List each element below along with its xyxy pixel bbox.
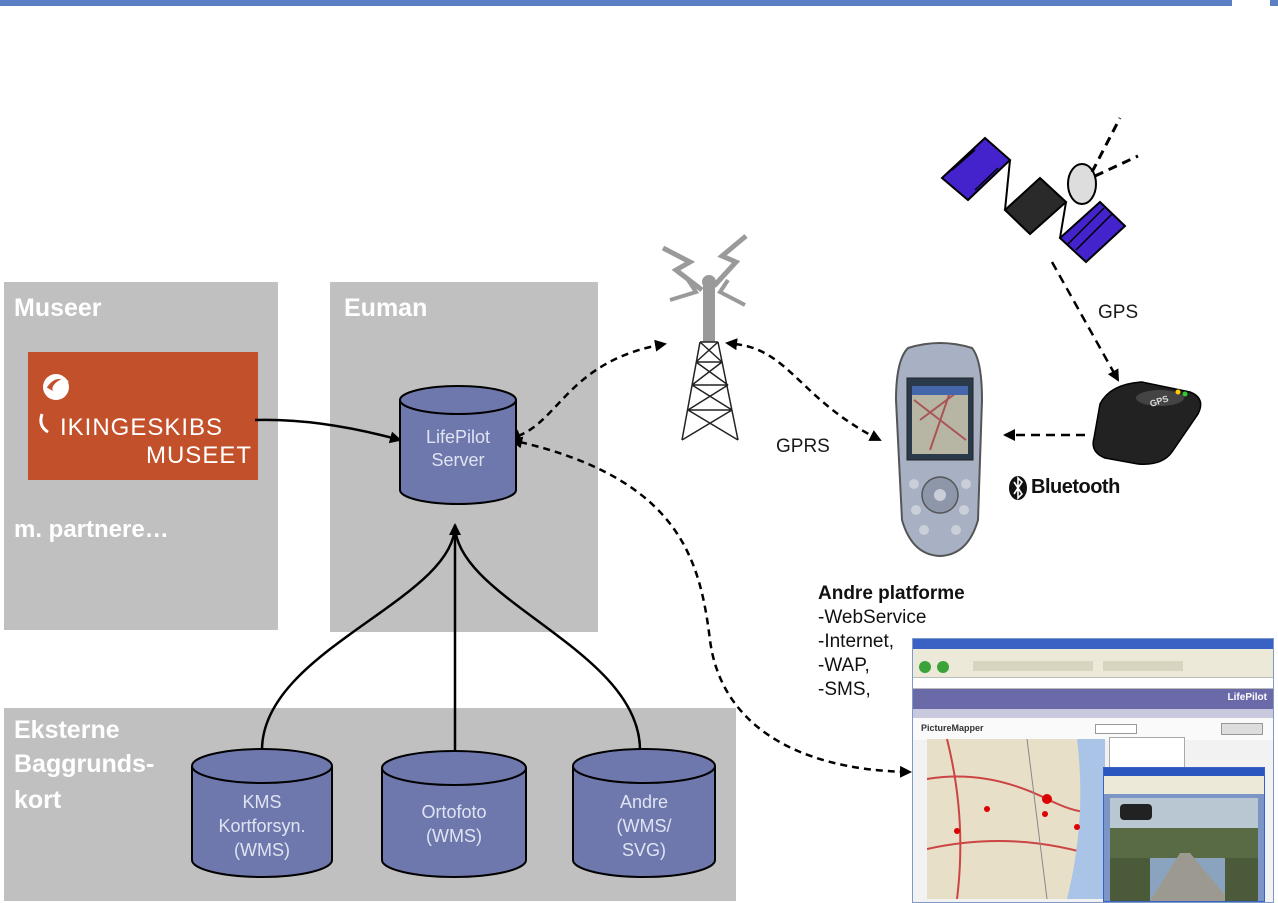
platform-item-wap: -WAP, bbox=[818, 655, 870, 676]
bluetooth-label: Bluetooth bbox=[1031, 476, 1120, 498]
kms-to-server-connector bbox=[260, 523, 461, 751]
radio-tower-icon bbox=[661, 234, 748, 441]
site-tool-palette bbox=[1109, 737, 1185, 769]
eksterne-title-line3: kort bbox=[14, 786, 62, 814]
ortofoto-label-line1: Ortofoto bbox=[421, 802, 486, 822]
museer-panel: Museer IKINGESKIBS MUSEET m. partnere… bbox=[4, 282, 278, 630]
server-to-webplatform-connector bbox=[510, 436, 912, 778]
satellite-icon bbox=[940, 117, 1139, 264]
browser-titlebar bbox=[913, 639, 1273, 649]
kms-label-line1: KMS bbox=[242, 792, 281, 812]
eksterne-title-line2: Baggrunds- bbox=[14, 750, 155, 778]
museum-logo: IKINGESKIBS MUSEET bbox=[28, 352, 258, 480]
browser-toolbar bbox=[913, 657, 1273, 678]
gprs-link-label: GPRS bbox=[776, 436, 830, 457]
site-header-bar: LifePilot bbox=[913, 689, 1273, 709]
andre-to-server-connector bbox=[453, 524, 642, 751]
museum-to-server-connector bbox=[254, 418, 402, 444]
andre-database-icon: Andre (WMS/ SVG) bbox=[572, 748, 716, 878]
museer-title: Museer bbox=[14, 294, 102, 322]
platform-item-internet: -Internet, bbox=[818, 631, 895, 652]
logo-text-line1: IKINGESKIBS bbox=[60, 414, 224, 441]
andre-label-line1: Andre bbox=[620, 792, 668, 812]
popup-photo-window bbox=[1103, 767, 1265, 902]
eksterne-title-line1: Eksterne bbox=[14, 716, 120, 744]
top-border-bar bbox=[0, 0, 1278, 6]
platforms-list: Andre platforme -WebService -Internet, -… bbox=[818, 582, 965, 702]
platform-item-sms: -SMS, bbox=[818, 679, 871, 700]
site-map-view bbox=[927, 739, 1105, 899]
ortofoto-label-line2: (WMS) bbox=[426, 826, 482, 846]
server-label-line2: Server bbox=[431, 450, 484, 470]
viking-ship-logo-icon bbox=[39, 374, 69, 434]
platforms-title: Andre platforme bbox=[818, 583, 965, 604]
site-nav-bar bbox=[913, 709, 1273, 718]
site-app-label: PictureMapper bbox=[921, 723, 984, 733]
tower-to-phone-connector bbox=[725, 338, 882, 442]
andre-label-line2: (WMS/ bbox=[617, 816, 672, 836]
browser-menubar bbox=[913, 649, 1273, 657]
server-to-tower-connector bbox=[508, 339, 667, 441]
web-platform-screenshot: LifePilot PictureMapper bbox=[912, 638, 1274, 903]
gps-link-label: GPS bbox=[1098, 302, 1139, 323]
server-label-line1: LifePilot bbox=[426, 427, 490, 447]
bluetooth-icon bbox=[1009, 476, 1027, 500]
logo-text-line2: MUSEET bbox=[145, 442, 252, 469]
partners-label: m. partnere… bbox=[14, 516, 169, 543]
gps-receiver-icon: GPS bbox=[1092, 381, 1202, 465]
kms-label-line2: Kortforsyn. bbox=[218, 816, 305, 836]
site-brand-label: LifePilot bbox=[1227, 692, 1267, 703]
mobile-phone-icon bbox=[894, 342, 984, 558]
lifepilot-server-database-icon: LifePilot Server bbox=[399, 385, 517, 505]
platform-item-webservice: -WebService bbox=[818, 607, 927, 628]
andre-label-line3: SVG) bbox=[622, 840, 666, 860]
ortofoto-database-icon: Ortofoto (WMS) bbox=[381, 750, 527, 878]
euman-title: Euman bbox=[344, 294, 428, 322]
kms-database-icon: KMS Kortforsyn. (WMS) bbox=[191, 748, 333, 878]
browser-address-bar bbox=[913, 678, 1273, 689]
top-border-tab bbox=[1232, 0, 1270, 6]
satellite-to-gps-connector bbox=[1050, 261, 1120, 382]
kms-label-line3: (WMS) bbox=[234, 840, 290, 860]
